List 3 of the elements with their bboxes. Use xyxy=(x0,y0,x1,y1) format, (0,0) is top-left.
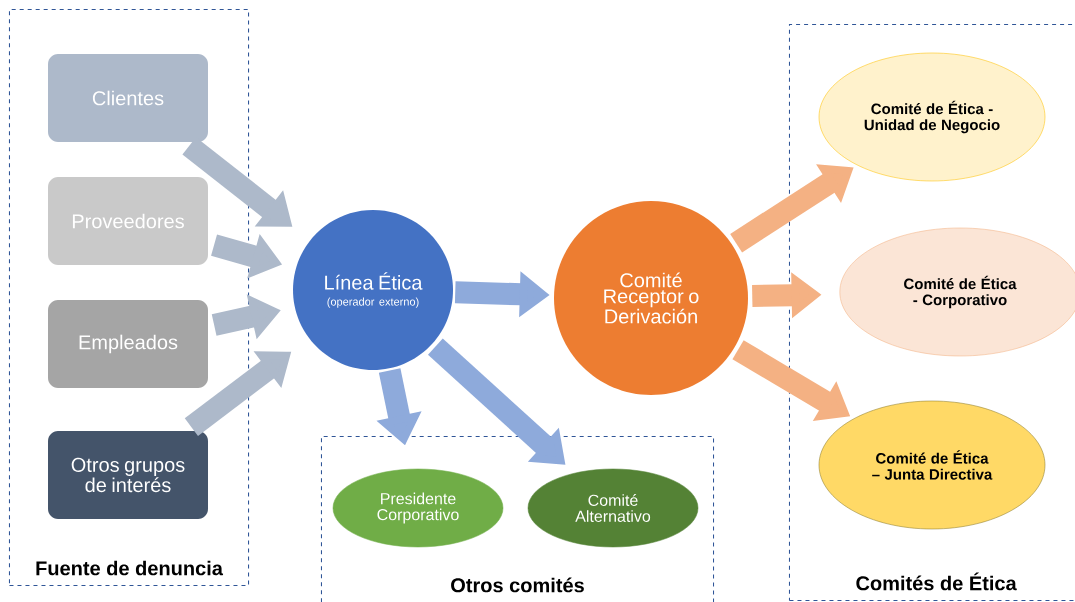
rounded-box: Empleados xyxy=(48,300,208,388)
rounded-box: Otros grupos de interés xyxy=(48,431,208,519)
rounded-box: Clientes xyxy=(48,54,208,142)
